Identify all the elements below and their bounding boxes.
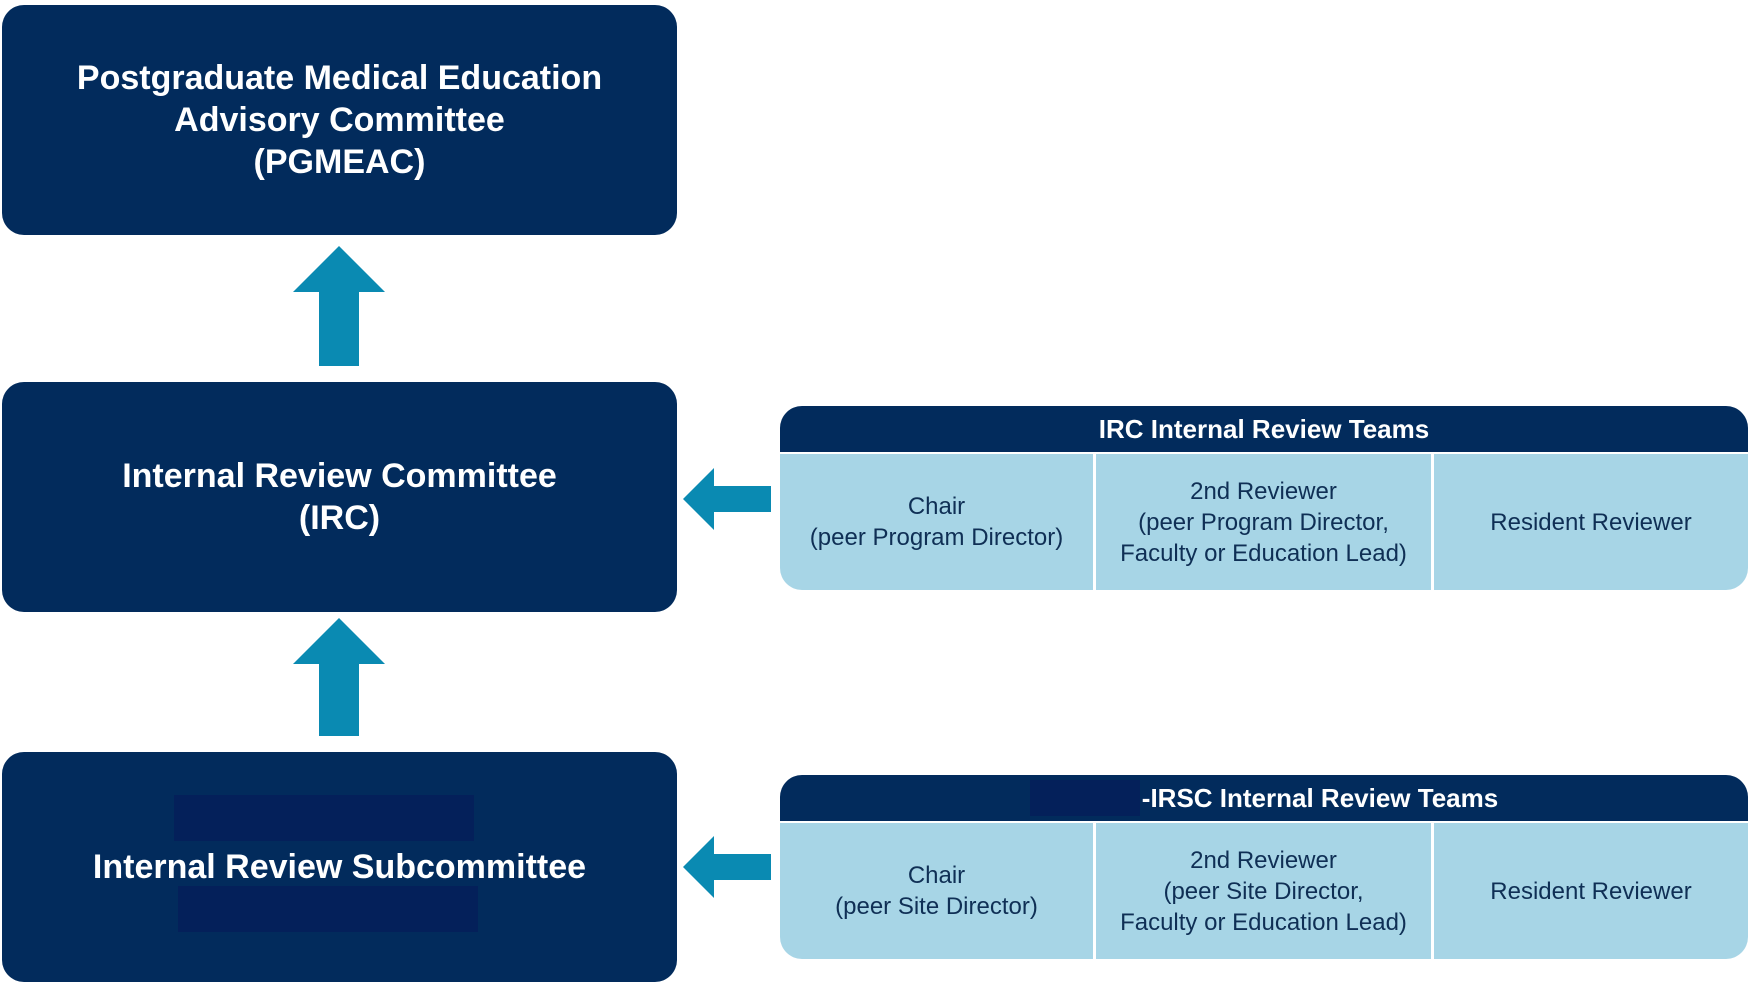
redaction-bar-bottom — [178, 886, 478, 932]
irc-line-1: Internal Review Committee — [122, 457, 557, 495]
team-title: IRC Internal Review Teams — [780, 406, 1748, 452]
pgmeac-line-2: Advisory Committee — [174, 101, 505, 139]
pgmeac-box: Postgraduate Medical Education Advisory … — [2, 5, 677, 235]
pgmeac-line-1: Postgraduate Medical Education — [76, 59, 603, 97]
redaction-bar-top — [174, 795, 474, 841]
redaction-bar — [1029, 780, 1140, 816]
irc-box: Internal Review Committee (IRC) — [2, 382, 677, 612]
irc-line-2: (IRC) — [298, 499, 381, 537]
team-title-text: -IRSC Internal Review Teams — [1141, 782, 1499, 813]
up-arrow-icon — [293, 618, 385, 736]
irc-review-teams: IRC Internal Review Teams Chair (peer Pr… — [780, 406, 1748, 590]
irsc-line-1: Internal Review Subcommittee — [92, 848, 587, 886]
team-cell-chair: Chair (peer Site Director) — [780, 823, 1093, 959]
left-arrow-icon — [683, 836, 771, 898]
team-cell-second-reviewer: 2nd Reviewer (peer Program Director, Fac… — [1093, 454, 1431, 590]
left-arrow-icon — [683, 468, 771, 530]
irsc-review-teams: -IRSC Internal Review Teams Chair (peer … — [780, 775, 1748, 959]
pgmeac-line-3: (PGMEAC) — [253, 143, 426, 181]
team-cell-chair: Chair (peer Program Director) — [780, 454, 1093, 590]
team-title: -IRSC Internal Review Teams — [780, 775, 1748, 821]
irsc-box: Internal Review Subcommittee — [2, 752, 677, 982]
team-cell-resident-reviewer: Resident Reviewer — [1431, 823, 1748, 959]
team-cell-resident-reviewer: Resident Reviewer — [1431, 454, 1748, 590]
up-arrow-icon — [293, 246, 385, 366]
team-cell-second-reviewer: 2nd Reviewer (peer Site Director, Facult… — [1093, 823, 1431, 959]
